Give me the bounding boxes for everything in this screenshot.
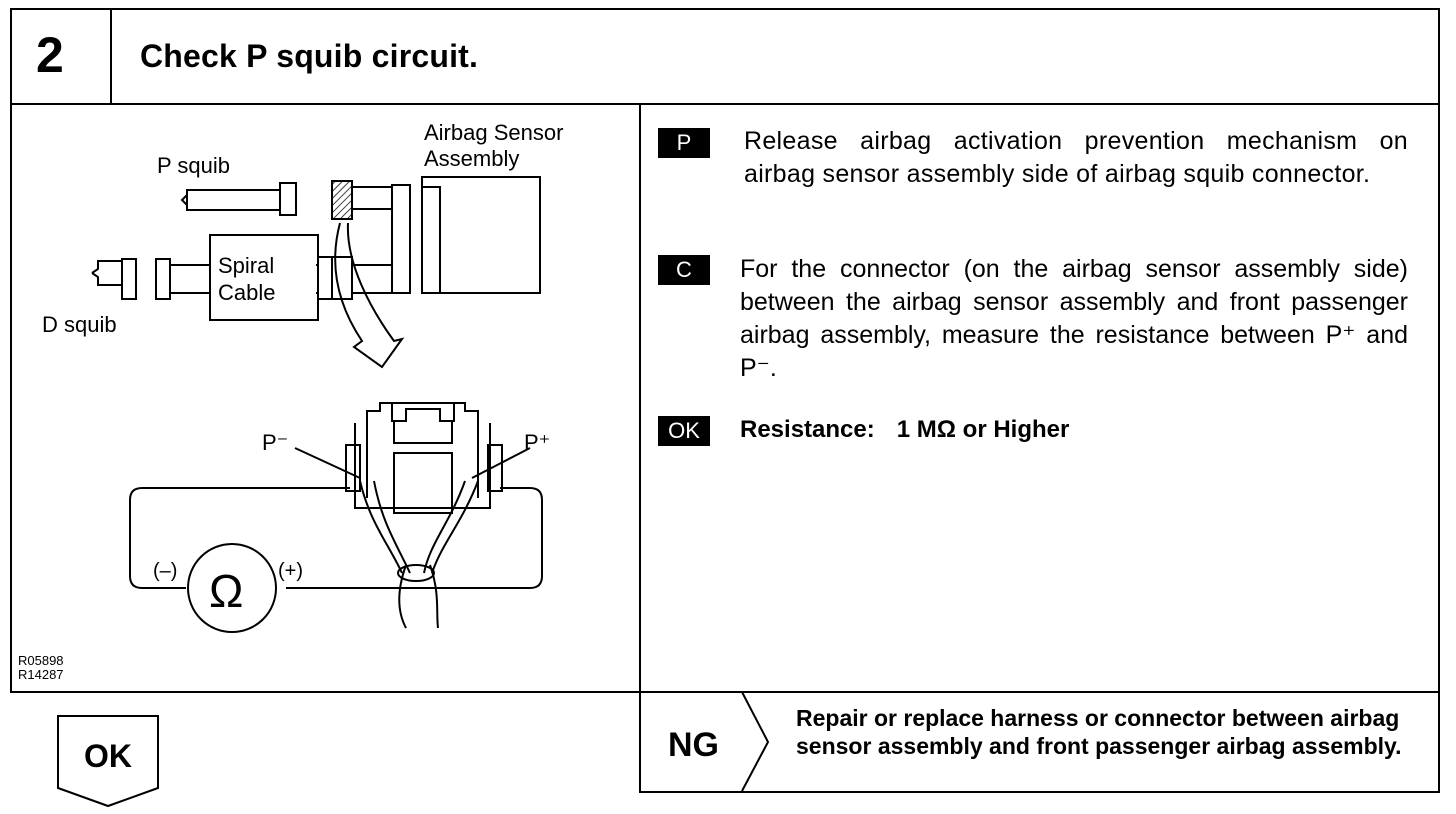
ok-result-box xyxy=(57,715,159,808)
figure-code: R05898 xyxy=(18,653,64,668)
spec-label: Resistance: xyxy=(740,416,875,443)
ohmmeter xyxy=(187,543,277,633)
p-squib-connector xyxy=(180,182,297,216)
meter-circuit xyxy=(129,487,543,589)
ng-chevron xyxy=(741,691,770,792)
ok-result-label: OK xyxy=(84,738,132,774)
p-plus-label: P⁺ xyxy=(524,430,551,455)
spiral-connector xyxy=(317,256,333,300)
meter-minus-label: (–) xyxy=(153,560,178,582)
figure-code: R14287 xyxy=(18,667,64,682)
step-number: 2 xyxy=(36,27,64,83)
p-minus-label: P⁻ xyxy=(262,430,289,455)
figure-codes: R05898 R14287 xyxy=(18,654,64,682)
content-divider xyxy=(639,103,641,793)
ng-result-label: NG xyxy=(668,726,719,764)
instruction-c: For the connector (on the airbag sensor … xyxy=(740,255,1408,382)
content-frame xyxy=(10,103,1440,693)
harness-cable xyxy=(398,564,439,629)
d-squib-connector xyxy=(91,258,210,300)
d-squib-label: D squib xyxy=(42,312,117,337)
airbag-sensor-assembly xyxy=(421,176,541,294)
p-squib-label: P squib xyxy=(157,153,230,178)
ohm-symbol: Ω xyxy=(209,565,244,617)
airbag-sensor-label: Airbag Sensor xyxy=(424,120,564,145)
hatched-connector xyxy=(331,180,353,220)
harness-wires xyxy=(359,480,479,574)
instruction-p: Release airbag activation prevention mec… xyxy=(744,127,1408,188)
circuit-diagram xyxy=(91,176,543,633)
ng-result-text: Repair or replace harness or connector b… xyxy=(796,705,1402,759)
meter-plus-label: (+) xyxy=(278,560,303,582)
cable-label: Cable xyxy=(218,280,276,305)
spiral-label: Spiral xyxy=(218,253,275,278)
pointer-arrow xyxy=(334,222,405,369)
step-title: Check P squib circuit. xyxy=(140,38,479,74)
resistance-spec: Resistance: 1 MΩ or Higher xyxy=(740,414,1069,446)
tag-c: C xyxy=(658,255,710,285)
sensor-link xyxy=(352,186,392,210)
sensor-plug xyxy=(391,184,411,294)
ng-bottom-line xyxy=(639,791,1440,793)
tag-ok: OK xyxy=(658,416,710,446)
enlarged-connector xyxy=(345,402,503,514)
assembly-label: Assembly xyxy=(424,146,520,171)
right-edge-line xyxy=(1438,690,1440,793)
spec-value: 1 MΩ or Higher xyxy=(896,416,1070,443)
tag-p: P xyxy=(658,128,710,158)
header-divider xyxy=(110,8,112,105)
